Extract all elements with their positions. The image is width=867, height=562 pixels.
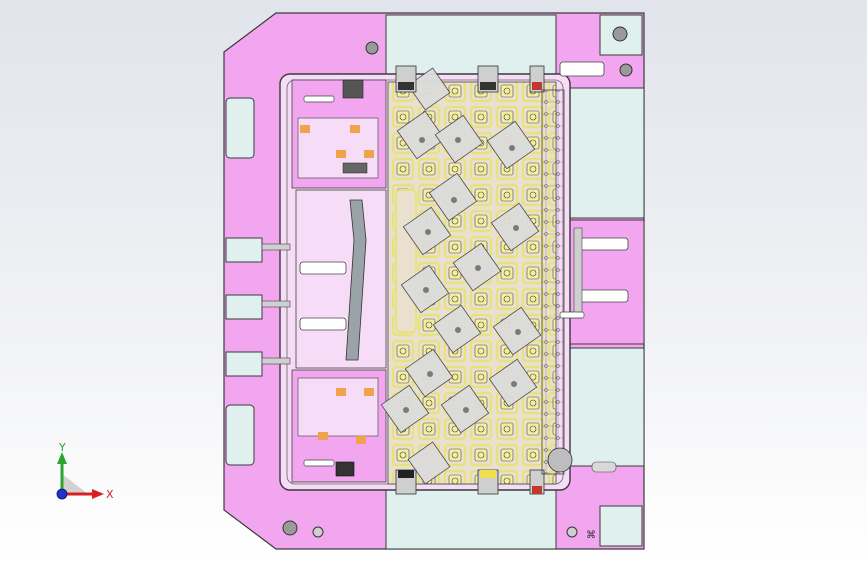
- circuit-slot: [395, 189, 417, 333]
- hole-top-right: [612, 26, 628, 42]
- clamp-plate: [396, 110, 446, 160]
- left-chip-1: [342, 79, 364, 99]
- bottom-dark-1: [398, 470, 414, 478]
- y-axis-arrow: [57, 452, 67, 464]
- left-pad-4: [350, 125, 360, 133]
- clamp-holes: [403, 137, 521, 413]
- x-axis-label: X: [106, 488, 114, 501]
- right-rod: [573, 227, 583, 319]
- misc-pin: [303, 95, 335, 103]
- left-pad-1: [300, 125, 310, 133]
- clamp-plate: [407, 441, 451, 485]
- misc-hardware: [303, 95, 585, 467]
- right-bracket-top: [559, 61, 605, 77]
- hole-bottom-right: [566, 526, 578, 538]
- slide-pin-2: [299, 317, 347, 331]
- right-components[interactable]: [541, 61, 629, 475]
- clamp-plate: [428, 172, 478, 222]
- right-pin-column: [541, 89, 565, 475]
- coordinate-triad: Y X: [56, 441, 114, 501]
- left-slot-1: [225, 97, 255, 159]
- left-slot-2: [225, 404, 255, 466]
- hole-top-left: [365, 41, 379, 55]
- bottom-mark: ⌘: [586, 530, 596, 541]
- rod-1: [261, 243, 291, 251]
- z-axis-dot: [56, 488, 68, 500]
- hole-bottom-left-2: [312, 526, 324, 538]
- left-block-mid: [295, 189, 387, 369]
- left-block-bottom-inner: [297, 377, 379, 437]
- bottom-red: [532, 486, 542, 494]
- left-pad-8: [356, 436, 366, 444]
- bottom-yellow: [480, 470, 496, 478]
- top-dark-2: [480, 82, 496, 90]
- right-gear: [547, 447, 573, 473]
- left-tab-2: [225, 294, 263, 320]
- x-axis-arrow: [92, 489, 104, 499]
- clamp-plate: [407, 67, 451, 111]
- left-pad-6: [364, 388, 374, 396]
- hole-bottom-left: [282, 520, 298, 536]
- triad-xy-plane: [62, 474, 88, 494]
- hole-right-mid: [619, 63, 633, 77]
- top-dark-1: [398, 82, 414, 90]
- right-notch-bottom: [599, 505, 643, 547]
- slide-pin-1: [299, 261, 347, 275]
- misc-pin: [559, 311, 585, 319]
- right-bracket-2: [579, 289, 629, 303]
- left-chip-2: [335, 461, 355, 477]
- right-bracket-1: [579, 237, 629, 251]
- left-pad-3: [364, 150, 374, 158]
- rod-2: [261, 300, 291, 308]
- circuit-grid[interactable]: [380, 65, 557, 495]
- misc-pin: [303, 459, 335, 467]
- left-pad-2: [336, 150, 346, 158]
- left-tab-3: [225, 351, 263, 377]
- top-red: [532, 82, 542, 90]
- right-spring: [591, 461, 617, 473]
- y-axis-label: Y: [58, 441, 66, 454]
- left-bar-dark: [342, 162, 368, 174]
- rod-3: [261, 357, 291, 365]
- clamp-plate: [486, 120, 536, 170]
- left-tab-1: [225, 237, 263, 263]
- left-pad-5: [336, 388, 346, 396]
- slide-rail: [345, 199, 367, 361]
- left-pad-7: [318, 432, 328, 440]
